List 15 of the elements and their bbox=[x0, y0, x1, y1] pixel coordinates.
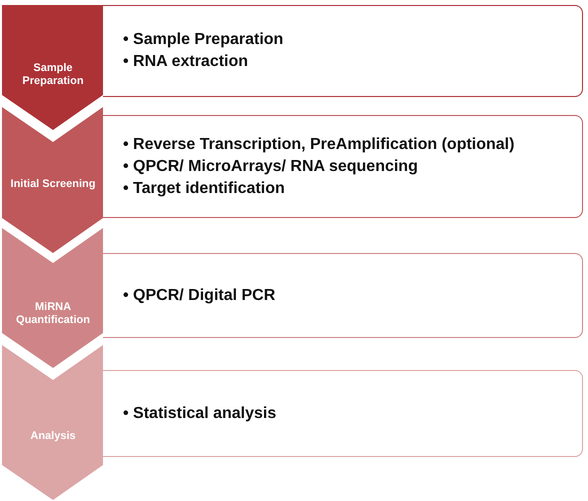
bullet-item: • RNA extraction bbox=[123, 52, 250, 72]
step-label: Initial Screening bbox=[10, 178, 96, 191]
step-label: Sample Preparation bbox=[21, 62, 85, 88]
bullet-item: • Sample Preparation bbox=[123, 30, 284, 50]
content-box bbox=[103, 370, 583, 457]
step-label: Analysis bbox=[29, 430, 77, 443]
bullet-item: • QPCR/ Digital PCR bbox=[123, 286, 276, 306]
step-label: MiRNA Quantification bbox=[15, 301, 91, 327]
content-box bbox=[103, 115, 583, 218]
content-box bbox=[103, 253, 583, 338]
bullet-item: • Target identification bbox=[123, 178, 286, 198]
bullet-item: • Reverse Transcription, PreAmplification (optional) bbox=[123, 134, 516, 154]
bullet-item: • QPCR/ MicroArrays/ RNA sequencing bbox=[123, 156, 419, 176]
content-box bbox=[103, 5, 583, 97]
bullet-item: • Statistical analysis bbox=[123, 404, 278, 424]
